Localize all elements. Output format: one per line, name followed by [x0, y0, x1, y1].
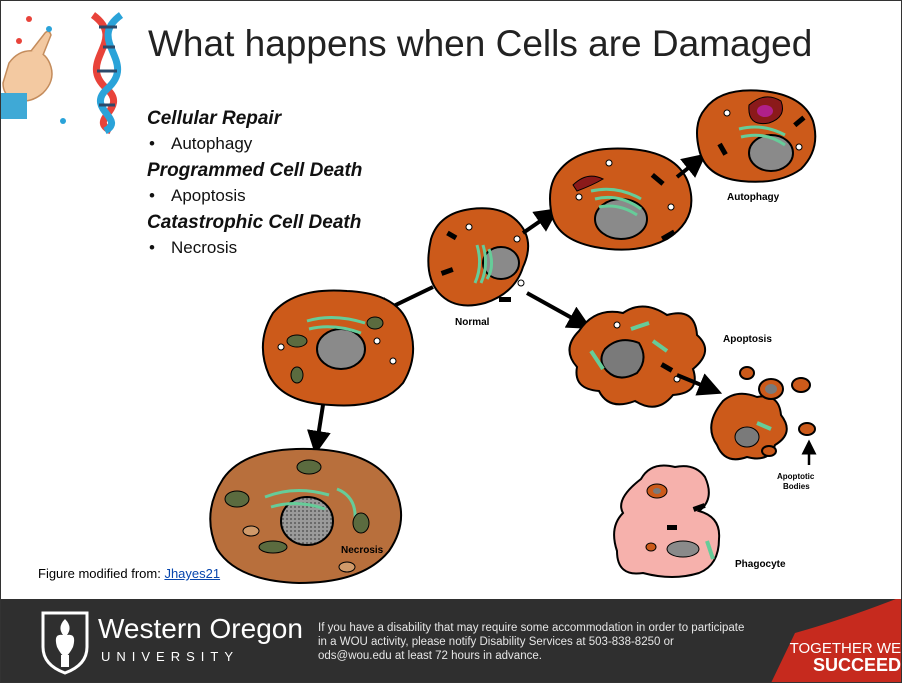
figure-caption: Figure modified from: Jhayes21 [38, 566, 220, 581]
tagline-line2: SUCCEED [813, 655, 901, 676]
label-apoptotic-bodies-2: Bodies [783, 482, 810, 491]
source-link[interactable]: Jhayes21 [164, 566, 220, 581]
phagocyte-cell [614, 466, 719, 578]
autophagy-cell [697, 90, 815, 181]
arrow-icon [523, 215, 549, 233]
label-normal: Normal [455, 317, 490, 328]
apoptotic-bodies [711, 367, 815, 459]
disability-notice: If you have a disability that may requir… [318, 621, 748, 663]
arrow-icon [527, 293, 581, 323]
arrow-icon [317, 405, 323, 443]
apoptosis-cell [569, 306, 705, 406]
necrosis-cell [210, 449, 401, 583]
wou-torch-logo-icon [39, 609, 91, 675]
university-name: Western Oregon [98, 613, 303, 645]
autophagy-stage1-cell [550, 148, 691, 249]
label-necrosis: Necrosis [341, 545, 384, 556]
normal-cell [428, 208, 528, 305]
necrosis-stage1-cell [263, 290, 413, 405]
university-subtitle: UNIVERSITY [101, 649, 239, 664]
label-phagocyte: Phagocyte [735, 559, 786, 570]
label-apoptotic-bodies-1: Apoptotic [777, 472, 815, 481]
cell-damage-diagram: Normal Autophagy [1, 1, 901, 601]
label-apoptosis: Apoptosis [723, 334, 772, 345]
label-autophagy: Autophagy [727, 192, 780, 203]
tagline-banner: TOGETHER WE SUCCEED [725, 599, 901, 683]
footer-bar: Western Oregon UNIVERSITY If you have a … [1, 599, 901, 683]
